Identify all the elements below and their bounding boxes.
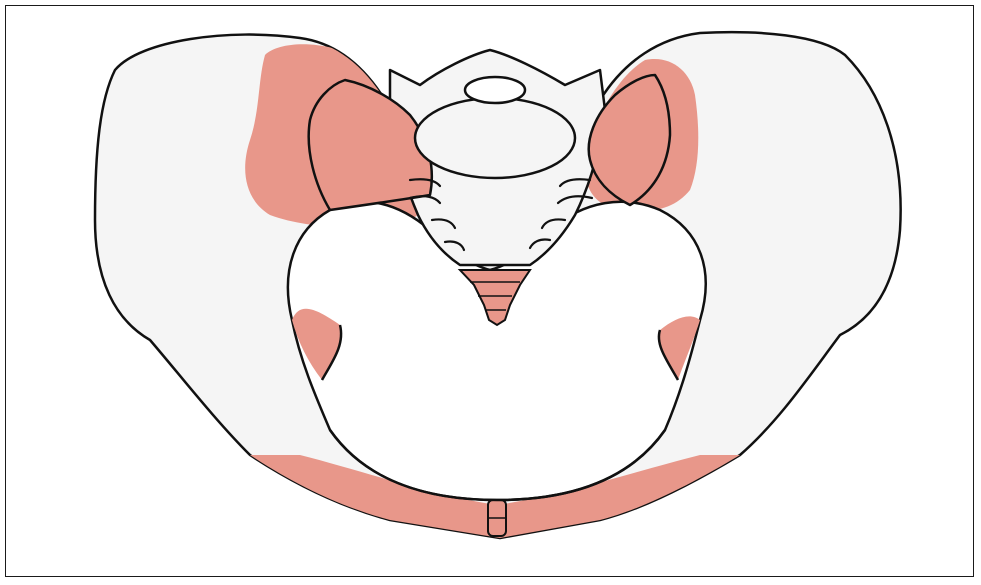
vertebral-cap — [465, 77, 525, 103]
sacral-promontory — [415, 98, 575, 178]
